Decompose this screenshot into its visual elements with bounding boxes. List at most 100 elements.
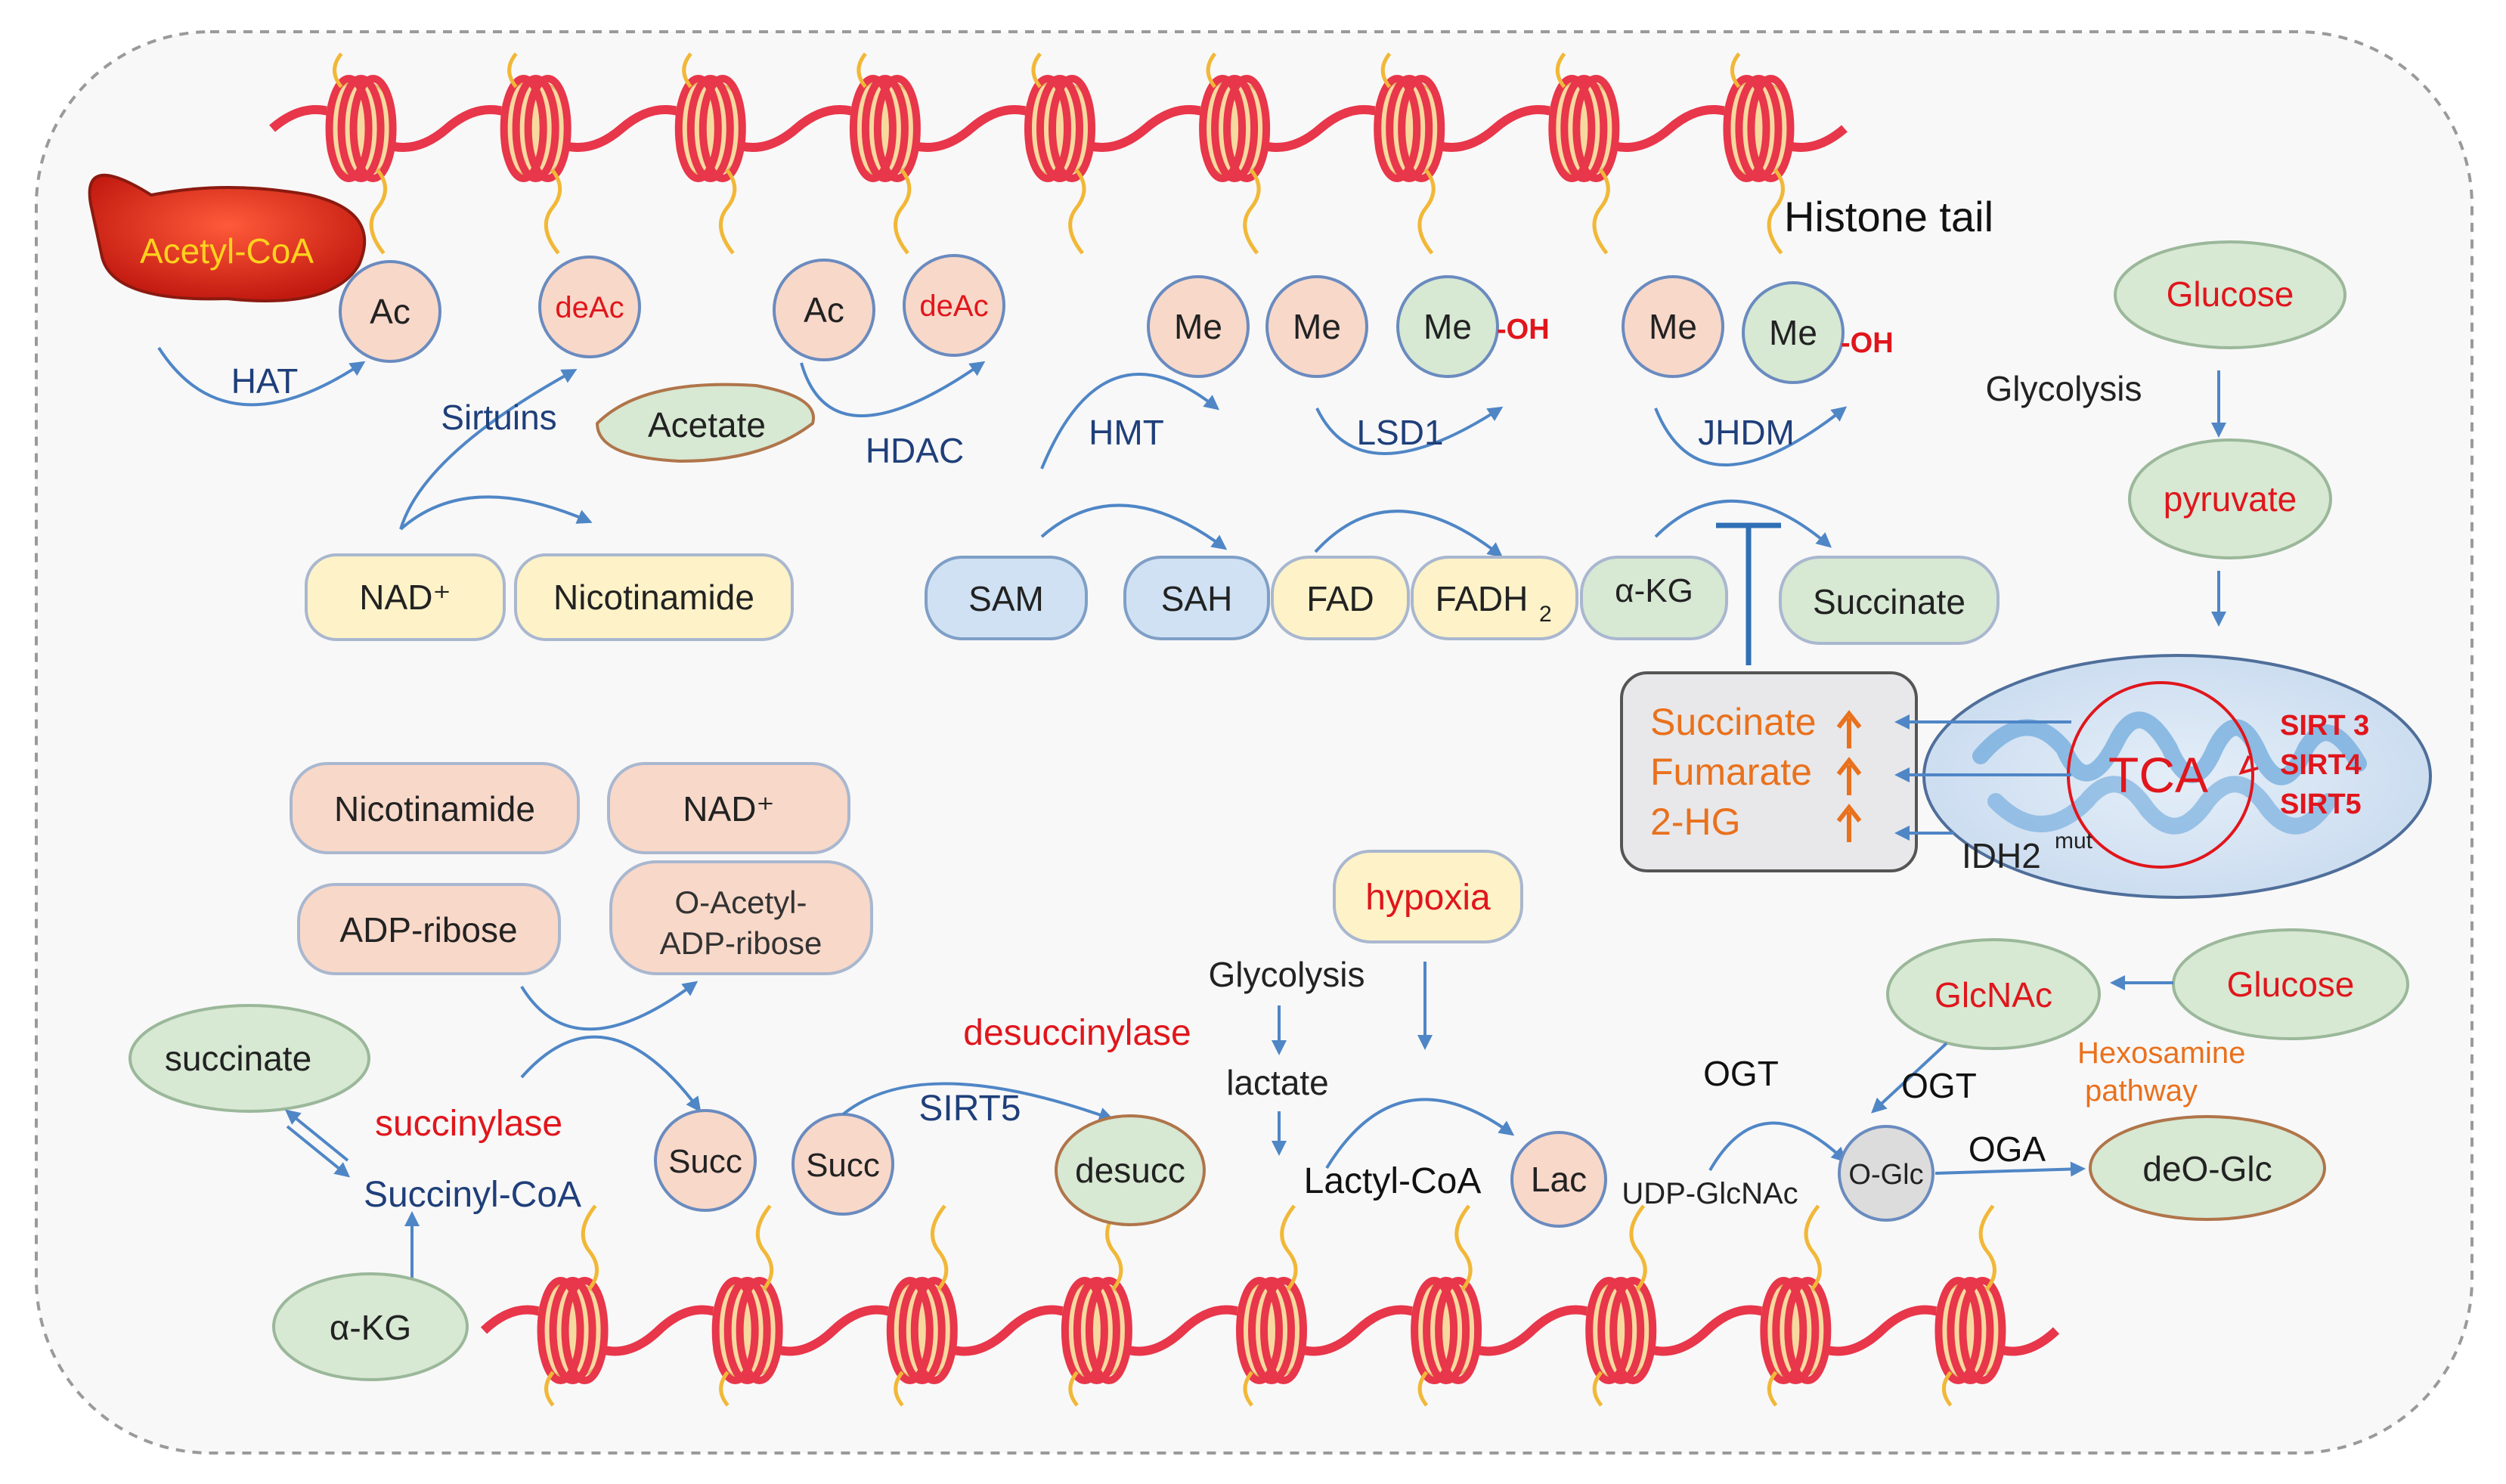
oncometabolite-2hg: 2-HG [1650, 801, 1740, 843]
pyruvate-label: pyruvate [2164, 479, 2297, 519]
ogt-label-2: OGT [1901, 1066, 1977, 1105]
methyl-mark-1 [1147, 275, 1250, 378]
glycolysis-top-label: Glycolysis [1985, 369, 2142, 408]
desucc-ellipse [1055, 1114, 1206, 1226]
methyl-mark-4 [1622, 275, 1724, 378]
sah-box [1123, 556, 1270, 640]
succinate-to-succinyl-arrow [286, 1125, 351, 1178]
ogt-label-1: OGT [1703, 1054, 1779, 1093]
succinylase-arrow-up [520, 981, 699, 1031]
chromatin-bottom-nucleosome [1760, 1204, 1832, 1407]
chromatin-bottom-nucleosome [1236, 1204, 1307, 1407]
nicotinamide-top-label: Nicotinamide [553, 578, 754, 617]
up-arrow-3-icon [1836, 804, 1862, 842]
o-glcnacylation-section: OGT UDP-GlcNAc O-Glc OGA deO-Glc GlcNAc … [1622, 928, 2409, 1222]
adp-ribose-label: ADP-ribose [339, 910, 517, 950]
sam-label: SAM [968, 579, 1044, 618]
acetyl-coa-blob [88, 173, 367, 302]
hmt-arrow-down [1040, 503, 1228, 550]
fadh2-label: FADH [1436, 579, 1529, 618]
jhdm-arrow-down [1654, 499, 1832, 548]
hmt-arrow-up [1040, 373, 1220, 469]
methyl-mark-2 [1265, 275, 1368, 378]
sirtuins-arrow-down [399, 495, 593, 531]
hdac-label: HDAC [866, 431, 964, 470]
akg-top-box [1580, 556, 1728, 640]
chromatin-bottom-nucleosome [711, 1204, 783, 1407]
chromatin-bottom-nucleosome [1934, 1204, 2006, 1407]
acetyl-mark-2 [773, 259, 875, 361]
succinylase-label: succinylase [375, 1104, 562, 1144]
deacetyl-mark-1-label: deAc [555, 291, 624, 324]
adp-ribose-box [297, 883, 561, 975]
idh2-label: IDH2 [1962, 836, 2041, 875]
lactyl-coa-label: Lactyl-CoA [1304, 1161, 1482, 1201]
tca-cycle-arrowhead [2238, 755, 2259, 776]
up-arrow-1-icon [1836, 710, 1862, 748]
methyl-mark-1-label: Me [1174, 307, 1222, 346]
nad-top-label: NAD⁺ [359, 578, 451, 617]
sah-label: SAH [1161, 579, 1233, 618]
methyl-mark-3 [1396, 275, 1499, 378]
o-acetyl-label-2: ADP-ribose [660, 925, 822, 961]
chromatin-bottom-nucleosome [886, 1204, 958, 1407]
idh2-superscript: mut [2055, 829, 2093, 854]
deacetyl-mark-1 [538, 256, 641, 358]
desucc-label: desucc [1075, 1151, 1185, 1190]
succinyl-mark-2-label: Succ [806, 1147, 880, 1184]
ogt-arrow [1708, 1121, 1847, 1171]
acetyl-mark-2-label: Ac [804, 290, 844, 330]
o-acetyl-adp-ribose-box [609, 860, 873, 975]
chromatin-top-nucleosome [1723, 52, 1795, 255]
hexosamine-label-1: Hexosamine [2077, 1036, 2245, 1070]
sam-box [925, 556, 1088, 640]
tca-label: TCA [2108, 747, 2208, 803]
pyruvate-ellipse [2128, 438, 2332, 559]
lactate-label: lactate [1226, 1063, 1329, 1102]
glucose-top-label: Glucose [2167, 274, 2294, 314]
methyl-mark-3-label: Me [1423, 307, 1472, 346]
glucose-low-label: Glucose [2227, 965, 2355, 1004]
hat-arrow [157, 346, 366, 407]
succinylation-section: Nicotinamide NAD⁺ ADP-ribose O-Acetyl- A… [129, 762, 1206, 1381]
succinate-top-label: Succinate [1813, 582, 1965, 621]
akg-low-ellipse [272, 1272, 469, 1381]
chromatin-top-nucleosome [1548, 52, 1620, 255]
histone-tail-label: Histone tail [1784, 193, 1993, 240]
o-glc-label: O-Glc [1848, 1159, 1923, 1191]
deacetyl-mark-2 [903, 254, 1005, 357]
chromatin-top-nucleosome [1024, 52, 1095, 255]
chromatin-bottom-nucleosome [1585, 1204, 1657, 1407]
o-acetyl-label-1: O-Acetyl- [674, 885, 807, 920]
sirt3-label: SIRT 3 [2280, 710, 2369, 742]
succinyl-mark-1 [654, 1109, 757, 1212]
nad-bottom-label: NAD⁺ [683, 789, 774, 829]
succinyl-mark-1-label: Succ [668, 1143, 742, 1180]
lactyl-mark-label: Lac [1531, 1160, 1587, 1199]
glycolysis-low-label: Glycolysis [1208, 955, 1365, 994]
hypoxia-box [1333, 850, 1523, 943]
sirtuins-label: Sirtuins [441, 398, 556, 437]
tca-section: Glucose Glycolysis pyruvate Succinate Fu… [1620, 240, 2432, 899]
akg-low-label: α-KG [330, 1308, 411, 1347]
nad-bottom-box [607, 762, 850, 854]
lsd1-label: LSD1 [1356, 413, 1443, 452]
acetylation-section: Acetyl-CoA Ac deAc Ac deAc HAT Sirtuins … [88, 173, 1005, 641]
methyl-mark-2-label: Me [1293, 307, 1341, 346]
methyl-mark-5-label: Me [1769, 313, 1817, 352]
hydroxyl-2-label: -OH [1841, 327, 1894, 359]
chromatin-top-nucleosome [325, 52, 397, 255]
acetyl-coa-label: Acetyl-CoA [140, 231, 314, 271]
deo-glc-ellipse [2089, 1115, 2326, 1221]
deacetyl-mark-2-label: deAc [919, 290, 988, 323]
sirt5-label: SIRT5 [918, 1089, 1021, 1129]
deo-glc-label: deO-Glc [2142, 1149, 2272, 1188]
up-arrow-2-icon [1836, 757, 1862, 795]
fadh2-subscript: 2 [1539, 602, 1552, 627]
lsd1-arrow-up [1315, 406, 1504, 455]
chromatin-bottom-nucleosome [537, 1204, 609, 1407]
chromatin-top-nucleosome [674, 52, 746, 255]
sirt5-mito-label: SIRT5 [2280, 788, 2362, 820]
sirtuins-arrow-up [399, 369, 578, 530]
